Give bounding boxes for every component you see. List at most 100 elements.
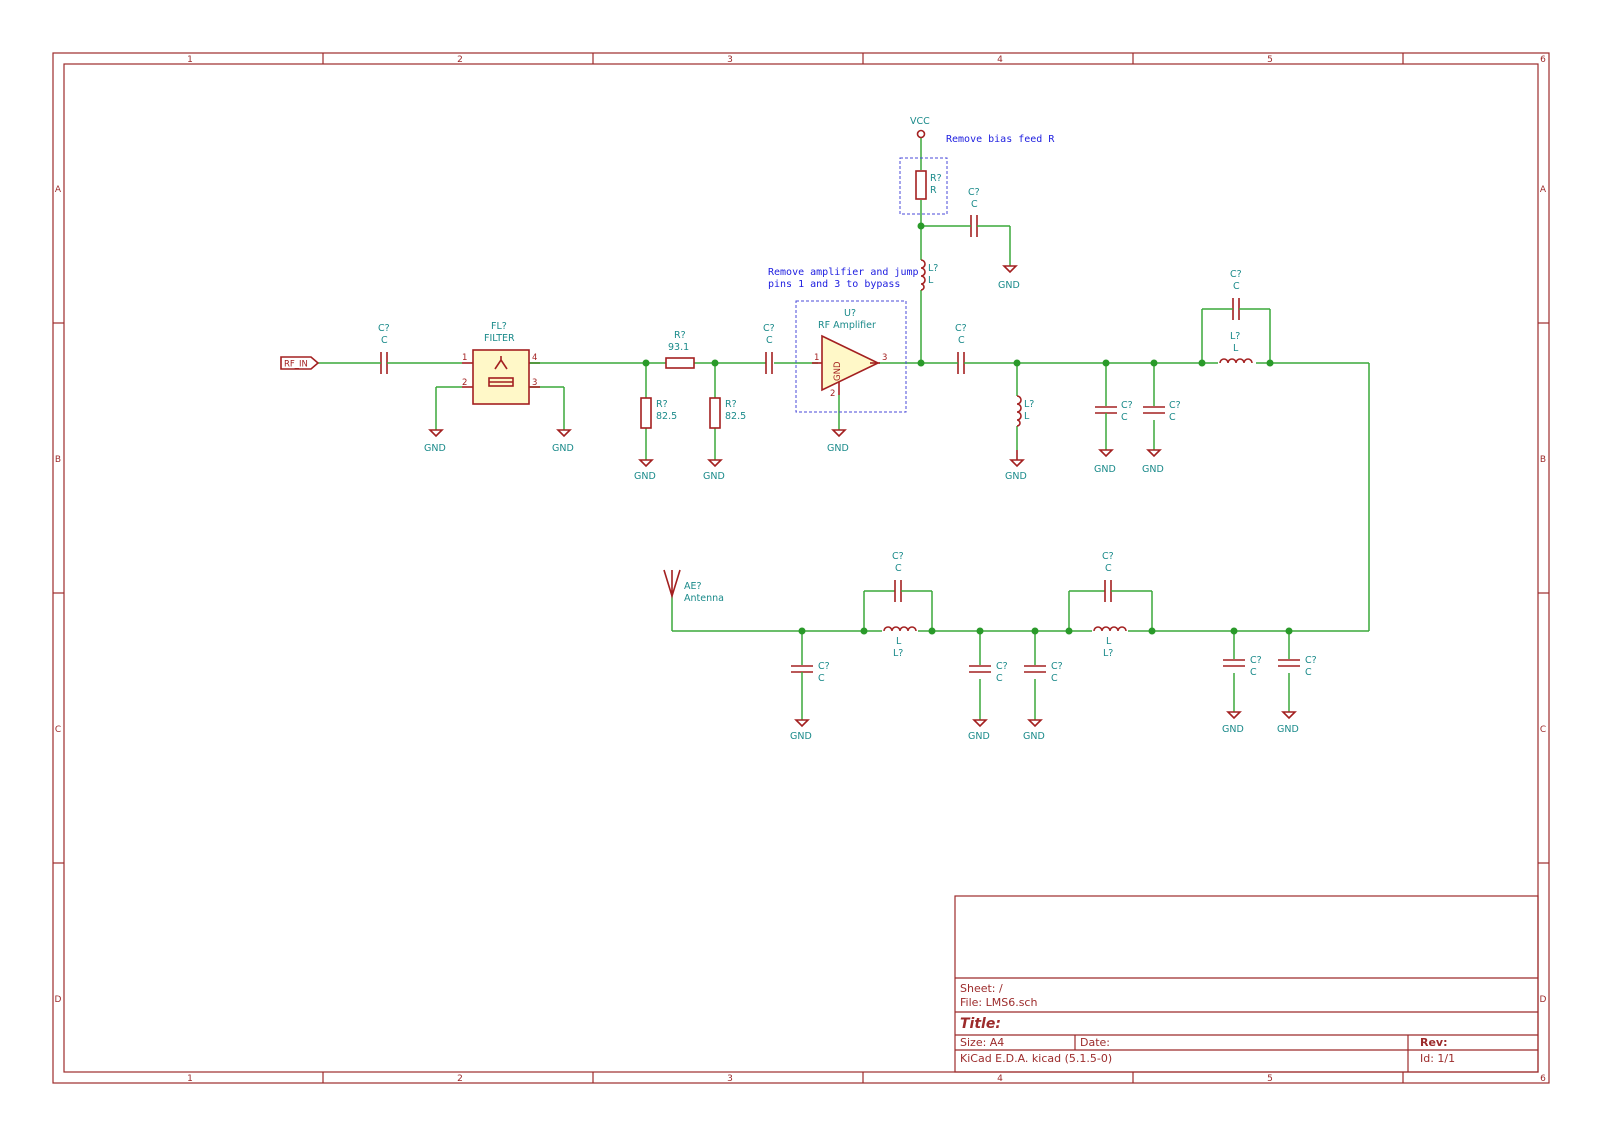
cbt2-ref: C? xyxy=(1102,551,1114,562)
ae-value: Antenna xyxy=(684,593,724,604)
svg-text:GND: GND xyxy=(552,443,574,454)
fl-pin4: 4 xyxy=(532,353,537,363)
note-amp-line1: Remove amplifier and jump xyxy=(768,267,919,278)
capacitor-bottom-tank-1[interactable]: C? C xyxy=(892,551,907,602)
u-ref: U? xyxy=(844,308,856,319)
row-label-d-right: D xyxy=(1540,995,1547,1005)
rbias-ref: R? xyxy=(930,173,942,184)
tb-title: Title: xyxy=(960,1016,1001,1032)
inductor-bottom-tank-1[interactable]: L L? xyxy=(882,623,918,659)
u-pin3: 3 xyxy=(882,353,887,363)
gnd-bottom-1: GND xyxy=(790,719,812,742)
ae-ref: AE? xyxy=(684,581,702,592)
ctank-ref: C? xyxy=(1230,269,1242,280)
c2-ref: C? xyxy=(763,323,775,334)
svg-text:GND: GND xyxy=(790,731,812,742)
svg-text:GND: GND xyxy=(1222,724,1244,735)
cb3-ref: C? xyxy=(1051,661,1063,672)
svg-text:GND: GND xyxy=(827,443,849,454)
svg-text:GND: GND xyxy=(1142,464,1164,475)
note-bias: Remove bias feed R xyxy=(946,134,1055,145)
resistor-r-931[interactable]: R? 93.1 xyxy=(665,330,695,369)
rbias-value: R xyxy=(930,185,937,196)
lbt2-ref: L? xyxy=(1103,648,1113,659)
tb-id: Id: 1/1 xyxy=(1420,1052,1455,1065)
rf-amplifier-u[interactable]: 1 3 2 GND U? RF Amplifier xyxy=(795,300,907,413)
r825b-value: 82.5 xyxy=(725,411,746,422)
fl-pin1: 1 xyxy=(462,353,467,363)
svg-text:GND: GND xyxy=(1005,471,1027,482)
fl-value: FILTER xyxy=(484,333,515,344)
gnd-bottom-4: GND xyxy=(1222,711,1244,735)
inductor-l-shunt[interactable]: L? L xyxy=(1016,395,1034,427)
inductor-tank-top[interactable]: L? L xyxy=(1218,331,1256,365)
ltank-ref: L? xyxy=(1230,331,1240,342)
cb1-ref: C? xyxy=(818,661,830,672)
cb2-ref: C? xyxy=(996,661,1008,672)
cb3-value: C xyxy=(1051,673,1058,684)
lbt1-value: L xyxy=(896,636,902,647)
svg-text:GND: GND xyxy=(968,731,990,742)
capacitor-bottom-5[interactable]: C? C xyxy=(1278,655,1317,678)
capacitor-c3[interactable]: C? C xyxy=(954,323,968,374)
inductor-l-bias[interactable]: L? L xyxy=(920,259,938,291)
capacitor-bottom-4[interactable]: C? C xyxy=(1223,655,1262,678)
col-label-6-bottom: 6 xyxy=(1540,1074,1546,1084)
r825a-ref: R? xyxy=(656,399,668,410)
u-pin2: 2 xyxy=(830,389,835,399)
filter-fl[interactable]: 1 2 4 3 FL? FILTER xyxy=(462,321,540,405)
capacitor-bottom-1[interactable]: C? C xyxy=(791,661,830,684)
vcc-label: VCC xyxy=(910,116,930,127)
capacitor-shunt-top-a[interactable]: C? C xyxy=(1095,400,1133,423)
cta-ref: C? xyxy=(1121,400,1133,411)
capacitor-c1[interactable]: C? C xyxy=(376,323,392,374)
r931-value: 93.1 xyxy=(668,342,689,353)
gnd-filter-left: GND xyxy=(424,429,446,454)
cbias-value: C xyxy=(971,199,978,210)
c1-value: C xyxy=(381,335,388,346)
svg-text:GND: GND xyxy=(634,471,656,482)
gnd-bottom-2: GND xyxy=(968,719,990,742)
cta-value: C xyxy=(1121,412,1128,423)
cbias-ref: C? xyxy=(968,187,980,198)
u-pin1: 1 xyxy=(814,353,819,363)
tb-sheet: Sheet: / xyxy=(960,982,1003,995)
capacitor-tank-top[interactable]: C? C xyxy=(1228,269,1244,320)
cb5-ref: C? xyxy=(1305,655,1317,666)
top-junctions xyxy=(642,222,1274,367)
gnd-r-left: GND xyxy=(634,459,656,482)
svg-text:GND: GND xyxy=(1277,724,1299,735)
vcc-power[interactable]: VCC xyxy=(910,116,930,139)
r931-ref: R? xyxy=(674,330,686,341)
capacitor-bottom-2[interactable]: C? C xyxy=(969,661,1008,684)
u-value: RF Amplifier xyxy=(818,320,876,331)
resistor-r-bias[interactable]: R? R xyxy=(899,157,948,215)
capacitor-bottom-3[interactable]: C? C xyxy=(1024,661,1063,684)
gnd-symbols: GND GND GND GND GND GND GND GND xyxy=(424,265,1299,742)
tb-file: File: LMS6.sch xyxy=(960,996,1037,1009)
lbias-value: L xyxy=(928,275,934,286)
capacitor-shunt-top-b[interactable]: C? C xyxy=(1143,400,1181,423)
resistor-r-825-right[interactable]: R? 82.5 xyxy=(709,397,746,429)
col-label-2-bottom: 2 xyxy=(457,1074,463,1084)
sheet-frame: 1 2 3 4 5 6 1 2 3 4 5 6 A B C D A B C D xyxy=(52,52,1550,1084)
bottom-wires xyxy=(671,590,1369,720)
fl-pin2: 2 xyxy=(462,378,467,388)
gnd-r-right: GND xyxy=(703,459,725,482)
col-label-3-bottom: 3 xyxy=(727,1074,733,1084)
capacitor-bottom-tank-2[interactable]: C? C xyxy=(1102,551,1117,602)
cb2-value: C xyxy=(996,673,1003,684)
svg-text:GND: GND xyxy=(998,280,1020,291)
capacitor-c2[interactable]: C? C xyxy=(763,323,775,374)
row-label-d: D xyxy=(55,995,62,1005)
inductor-bottom-tank-2[interactable]: L L? xyxy=(1092,623,1128,659)
antenna-ae[interactable]: AE? Antenna xyxy=(663,569,724,604)
r825a-value: 82.5 xyxy=(656,411,677,422)
resistor-r-825-left[interactable]: R? 82.5 xyxy=(640,397,677,429)
rf-in-label[interactable]: RF_IN xyxy=(280,356,320,370)
capacitor-c-bias[interactable]: C? C xyxy=(966,187,982,237)
gnd-bias-c: GND xyxy=(998,265,1020,291)
c2-value: C xyxy=(766,335,773,346)
lbt1-ref: L? xyxy=(893,648,903,659)
